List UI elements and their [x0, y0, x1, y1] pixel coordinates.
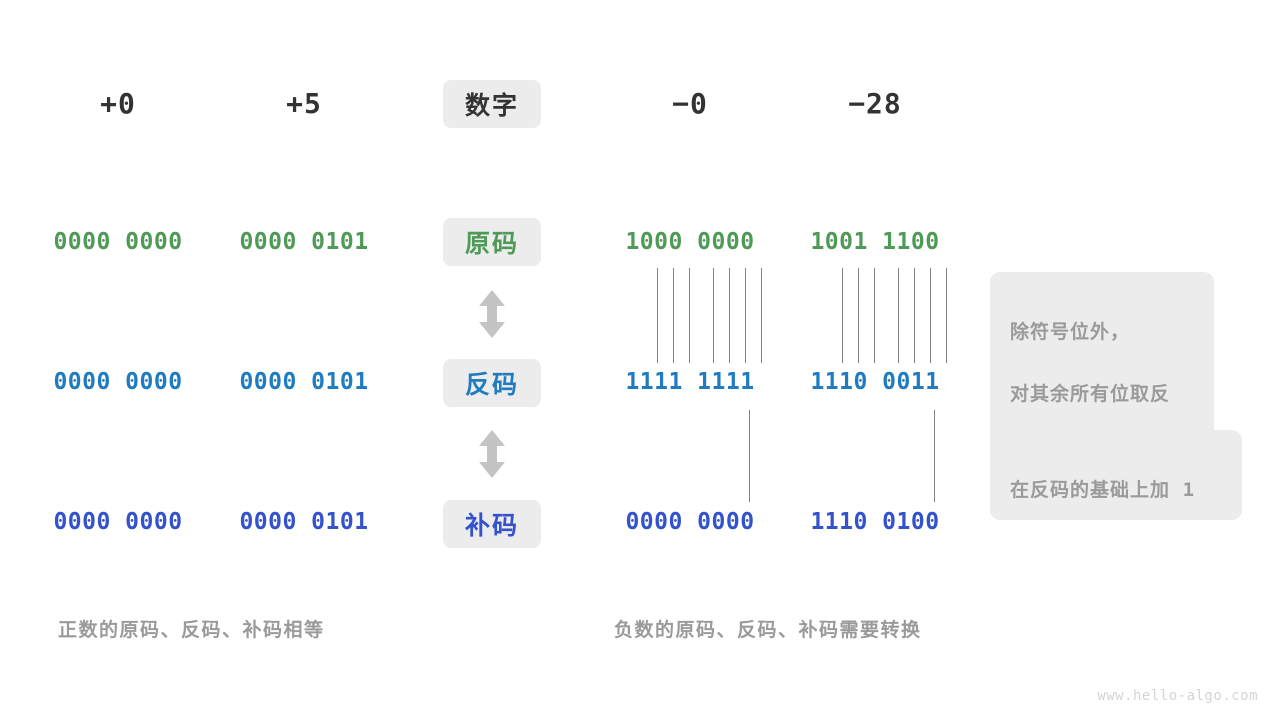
tick-line — [930, 268, 931, 363]
cell-twos-complement-plus-zero: 0000 0000 — [53, 509, 183, 535]
cell-ones-complement-plus-zero: 0000 0000 — [53, 369, 183, 395]
tick-line — [858, 268, 859, 363]
cell-true-form-minus-twentyeight: 1001 1100 — [810, 229, 940, 255]
cell-ones-complement-minus-twentyeight: 1110 0011 — [810, 369, 940, 395]
caption-negative-numbers: 负数的原码、反码、补码需要转换 — [614, 620, 922, 641]
cell-true-form-plus-zero: 0000 0000 — [53, 229, 183, 255]
callout-add-one-operand: 1 — [1182, 479, 1196, 501]
cell-ones-complement-plus-five: 0000 0101 — [239, 369, 369, 395]
tick-line — [749, 410, 750, 502]
cell-true-form-plus-five: 0000 0101 — [239, 229, 369, 255]
cell-twos-complement-minus-twentyeight: 1110 0100 — [810, 509, 940, 535]
callout-add-one: 在反码的基础上加 1 — [990, 430, 1242, 520]
cell-ones-complement-minus-zero: 1111 1111 — [625, 369, 755, 395]
tick-line — [874, 268, 875, 363]
cell-true-form-minus-zero: 1000 0000 — [625, 229, 755, 255]
tick-line — [657, 268, 658, 363]
tick-line — [898, 268, 899, 363]
cell-twos-complement-minus-zero: 0000 0000 — [625, 509, 755, 535]
watermark-url: www.hello-algo.com — [1097, 688, 1258, 704]
callout-invert-bits: 除符号位外， 对其余所有位取反 — [990, 272, 1214, 455]
tick-line — [934, 410, 935, 502]
callout-invert-bits-line1: 除符号位外， — [1010, 322, 1131, 343]
column-header-minus-zero: −0 — [672, 87, 708, 120]
tick-line — [946, 268, 947, 363]
tick-line — [761, 268, 762, 363]
tick-line — [842, 268, 843, 363]
column-header-plus-five: +5 — [286, 87, 322, 120]
row-label-badge-twos-complement: 补码 — [443, 500, 541, 548]
column-header-minus-twentyeight: −28 — [848, 87, 902, 120]
tick-line — [914, 268, 915, 363]
transform-arrow-true-to-ones — [475, 288, 509, 340]
tick-line — [745, 268, 746, 363]
callout-invert-bits-line2: 对其余所有位取反 — [1010, 384, 1171, 405]
row-label-badge-number: 数字 — [443, 80, 541, 128]
column-header-plus-zero: +0 — [100, 87, 136, 120]
transform-arrow-ones-to-twos — [475, 428, 509, 480]
tick-line — [729, 268, 730, 363]
cell-twos-complement-plus-five: 0000 0101 — [239, 509, 369, 535]
row-label-badge-ones-complement: 反码 — [443, 359, 541, 407]
tick-line — [713, 268, 714, 363]
tick-line — [673, 268, 674, 363]
tick-line — [689, 268, 690, 363]
callout-add-one-text: 在反码的基础上加 — [1010, 480, 1171, 501]
caption-positive-numbers: 正数的原码、反码、补码相等 — [58, 620, 325, 641]
row-label-badge-true-form: 原码 — [443, 218, 541, 266]
